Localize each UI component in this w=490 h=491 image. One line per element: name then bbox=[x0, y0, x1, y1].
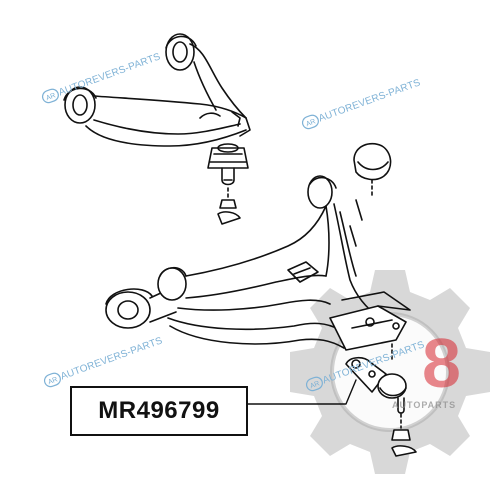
dust-boot bbox=[353, 142, 392, 181]
svg-text:AR: AR bbox=[309, 380, 321, 390]
part-leader-line bbox=[247, 379, 357, 405]
lower-control-arm bbox=[105, 142, 417, 457]
upper-front-bushing bbox=[64, 86, 96, 124]
brand-logo-subtext: AUTOPARTS bbox=[392, 400, 457, 410]
ar-logo-icon: AR bbox=[305, 376, 323, 392]
lower-rear-bushing bbox=[307, 175, 333, 209]
lower-cotter-pin bbox=[391, 445, 417, 457]
ar-logo-icon: AR bbox=[301, 114, 319, 130]
svg-text:AR: AR bbox=[47, 376, 59, 386]
lower-nut bbox=[391, 429, 411, 441]
upper-rear-bushing bbox=[165, 33, 195, 71]
watermark: AR AUTOREVERS-PARTS bbox=[304, 337, 427, 393]
watermark: AR AUTOREVERS-PARTS bbox=[40, 49, 163, 105]
lower-front-bushing bbox=[105, 291, 151, 329]
ar-logo-icon: AR bbox=[41, 88, 59, 104]
ar-logo-icon: AR bbox=[43, 372, 61, 388]
part-number-label: MR496799 bbox=[98, 397, 220, 424]
lower-ball-joint bbox=[345, 356, 387, 393]
ball-joint-mount bbox=[329, 305, 407, 351]
brand-logo-number: 8 bbox=[422, 324, 461, 402]
watermark: AR AUTOREVERS-PARTS bbox=[300, 75, 423, 131]
svg-text:AR: AR bbox=[45, 92, 57, 102]
upper-nut bbox=[219, 199, 237, 209]
svg-text:AR: AR bbox=[305, 118, 317, 128]
upper-cotter-pin bbox=[217, 211, 241, 225]
upper-ball-joint bbox=[207, 147, 249, 169]
watermark: AR AUTOREVERS-PARTS bbox=[42, 333, 165, 389]
part-number-box: MR496799 bbox=[70, 386, 248, 436]
upper-control-arm bbox=[63, 33, 251, 225]
